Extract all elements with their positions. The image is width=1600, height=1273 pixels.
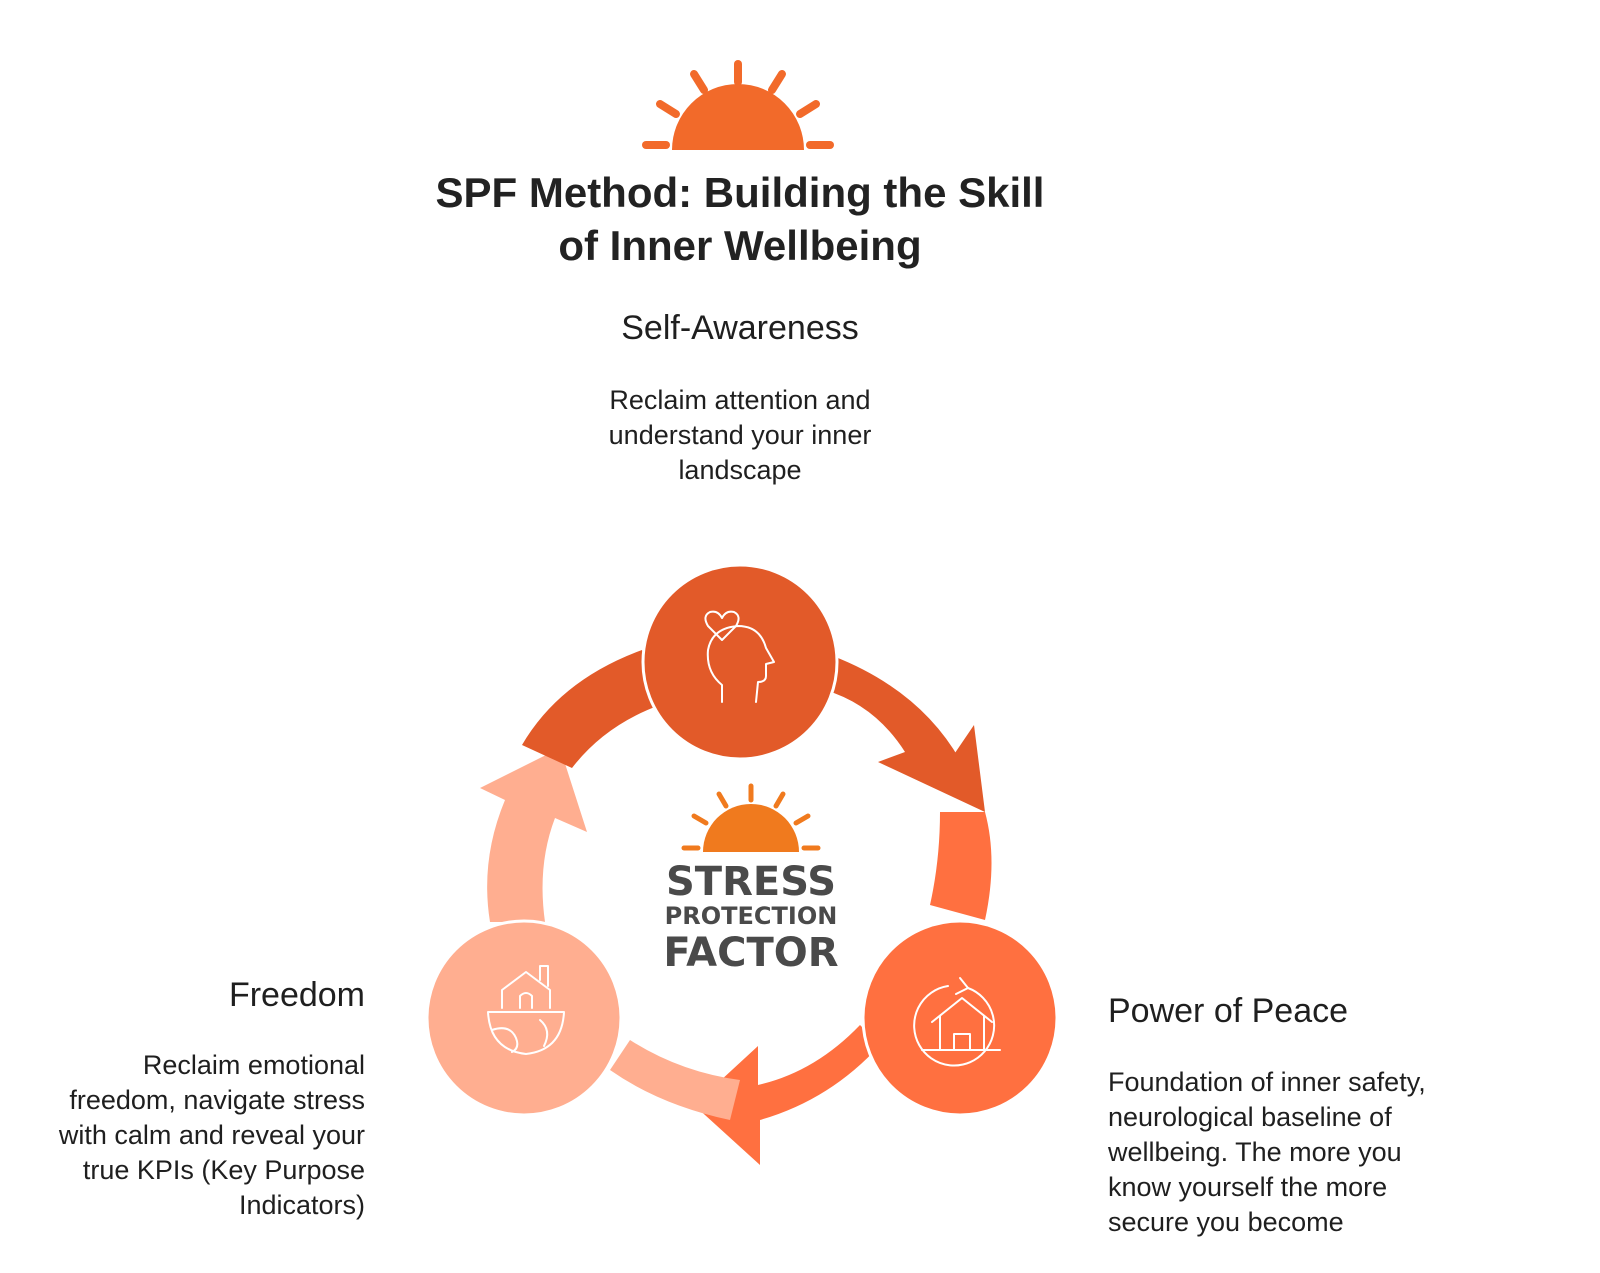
title-line-2: of Inner Wellbeing [558, 222, 922, 269]
power-of-peace-heading: Power of Peace [1108, 992, 1349, 1030]
description-line: secure you become [1108, 1207, 1344, 1237]
logo-line-factor: FACTOR [663, 930, 838, 976]
description-line: Reclaim attention and [609, 385, 871, 415]
title-line-1: SPF Method: Building the Skill [435, 169, 1045, 216]
arc-bottom-left-segment [610, 1040, 740, 1120]
description-line: Indicators) [238, 1190, 365, 1220]
description-line: Foundation of inner safety, [1108, 1067, 1426, 1097]
arc-right-segment [930, 812, 992, 920]
stress-protection-factor-logo: STRESS PROTECTION FACTOR [663, 783, 839, 976]
house-on-island-icon [487, 965, 565, 1055]
arrow-self-awareness-to-power-of-peace [825, 656, 985, 812]
sun-icon [642, 60, 834, 150]
logo-line-protection: PROTECTION [665, 902, 838, 930]
description-line: true KPIs (Key Purpose [82, 1155, 365, 1185]
description-line: freedom, navigate stress [69, 1085, 365, 1115]
power-of-peace-description: Foundation of inner safety, neurological… [1108, 1065, 1508, 1240]
description-line: know yourself the more [1108, 1172, 1388, 1202]
description-line: Reclaim emotional [142, 1050, 365, 1080]
logo-sun-icon [681, 783, 821, 852]
description-line: with calm and reveal your [58, 1120, 365, 1150]
power-of-peace-node [861, 919, 1059, 1117]
freedom-heading: Freedom [228, 976, 365, 1014]
description-line: landscape [678, 455, 802, 485]
freedom-node [425, 919, 623, 1117]
head-heart-icon [704, 610, 775, 703]
arc-top-left-segment [522, 650, 660, 768]
description-line: wellbeing. The more you [1108, 1137, 1402, 1167]
logo-line-stress: STRESS [666, 859, 836, 905]
self-awareness-node [641, 563, 839, 761]
house-refresh-icon [913, 977, 1001, 1067]
self-awareness-description: Reclaim attention and understand your in… [550, 383, 930, 488]
page-title: SPF Method: Building the Skill of Inner … [300, 166, 1180, 272]
description-line: neurological baseline of [1108, 1102, 1392, 1132]
arrow-power-of-peace-to-freedom [694, 1025, 880, 1165]
self-awareness-heading: Self-Awareness [621, 309, 859, 347]
arrow-freedom-to-self-awareness [480, 748, 587, 922]
description-line: understand your inner [608, 420, 872, 450]
freedom-description: Reclaim emotional freedom, navigate stre… [20, 1048, 365, 1223]
